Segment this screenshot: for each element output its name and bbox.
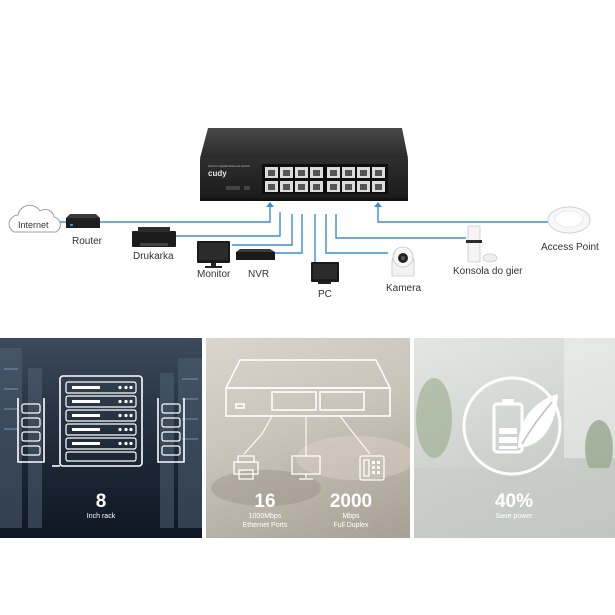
power-saving-caption: Save power [495,513,533,520]
switch-model-text: 16-Port Gigabit Ethernet Switch [208,164,250,168]
duplex-value: 2000 [329,491,373,512]
switch-outline-icon [224,359,392,417]
battery-leaf-icon [462,376,562,476]
feature-panel-ports: 16 1000Mbps Ethernet Ports 2000 Mbps Ful… [206,338,410,538]
switch-brand-logo: cudy [208,169,227,178]
feature-panel-rack: 8 Inch rack [0,338,202,538]
connection-lines [60,205,548,262]
camera-label: Kamera [386,283,422,294]
printer-outline-icon [233,455,259,480]
monitor-outline-icon [291,455,321,480]
network-diagram: cudy 16-Port Gigabit Ethernet Switch [8,128,599,300]
power-illustration [414,338,615,538]
link-switch-ap [377,205,548,223]
rack-icon [17,375,185,467]
cloud-icon [8,204,61,233]
internet-label: Internet [18,220,49,230]
rack-size-value: 8 [95,491,107,512]
link-switch-camera [325,214,388,254]
ports-illustration [211,359,410,506]
ports-caption-line1: 1000Mbps [248,513,282,520]
camera-icon [391,246,415,277]
nvr-icon [236,249,275,260]
feature-power-stat: 40% Save power [482,492,546,521]
power-saving-value: 40% [494,491,534,512]
pc-label: PC [318,289,332,300]
rack-size-caption: Inch rack [86,513,116,520]
rack-units [21,381,181,462]
link-switch-monitor [232,214,293,246]
router-icon [66,214,100,228]
printer-label: Drukarka [133,251,174,262]
duplex-caption-line2: Full Duplex [333,522,369,529]
game-console-icon [466,225,498,263]
console-label: Konsola do gier [453,266,523,277]
feature-duplex-stat: 2000 Mbps Full Duplex [316,492,386,530]
switch-device: cudy 16-Port Gigabit Ethernet Switch [200,128,408,201]
access-point-icon [547,206,591,234]
diagram-canvas: cudy 16-Port Gigabit Ethernet Switch [8,128,591,284]
access-point-label: Access Point [541,242,599,253]
monitor-label: Monitor [197,269,231,280]
printer-icon [132,227,176,247]
feature-panel-power: 40% Save power [414,338,615,538]
rack-illustration [0,348,202,528]
monitor-icon [197,241,230,268]
bottom-whitespace [0,538,615,615]
link-switch-printer [176,212,281,237]
link-switch-console [335,214,466,239]
link-arrows [266,202,382,207]
feature-ports-stat: 16 1000Mbps Ethernet Ports [230,492,300,530]
pc-icon [311,262,339,284]
phone-outline-icon [359,455,385,481]
link-switch-nvr [275,214,303,254]
ports-count-value: 16 [254,491,276,512]
link-router-switch [100,205,271,223]
feature-rack-stat: 8 Inch rack [71,492,131,521]
ports-caption-line2: Ethernet Ports [242,522,288,529]
router-label: Router [72,236,103,247]
duplex-caption-line1: Mbps [342,513,360,520]
nvr-label: NVR [248,269,270,280]
